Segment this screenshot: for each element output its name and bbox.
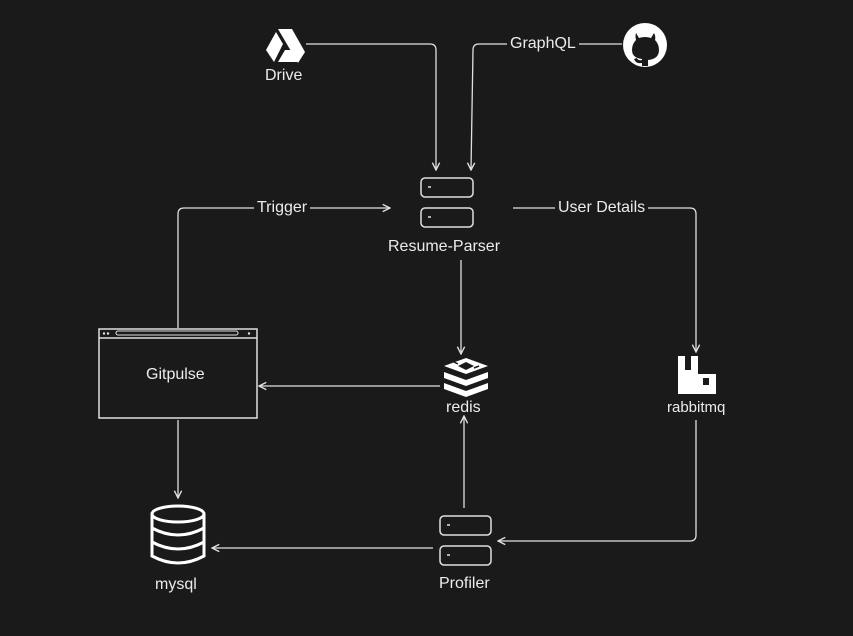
gitpulse-window [98,328,258,419]
resume-parser-label: Resume-Parser [388,238,501,255]
rabbitmq-label: rabbitmq [667,399,726,416]
drive-label: Drive [265,67,303,84]
mysql-label: mysql [155,576,197,593]
google-drive-icon [266,29,305,63]
gitpulse-label: Gitpulse [146,366,205,383]
edge-drive-to-parser [306,43,436,170]
edge-parser-to-rabbitmq [513,207,696,352]
profiler-label: Profiler [439,575,490,592]
resume-parser-server-icon [420,177,474,228]
edge-gitpulse-to-parser [177,208,390,328]
edge-github-to-parser [471,43,622,170]
redis-label: redis [446,399,481,416]
profiler-server-icon [439,515,492,566]
graphql-edge-label: GraphQL [507,35,579,53]
user-details-edge-label: User Details [555,199,649,217]
github-icon [623,23,667,67]
redis-icon [444,358,488,397]
mysql-database-icon [150,504,206,565]
trigger-edge-label: Trigger [254,199,311,217]
edge-rabbitmq-to-profiler [498,420,697,541]
rabbitmq-icon [678,356,716,394]
